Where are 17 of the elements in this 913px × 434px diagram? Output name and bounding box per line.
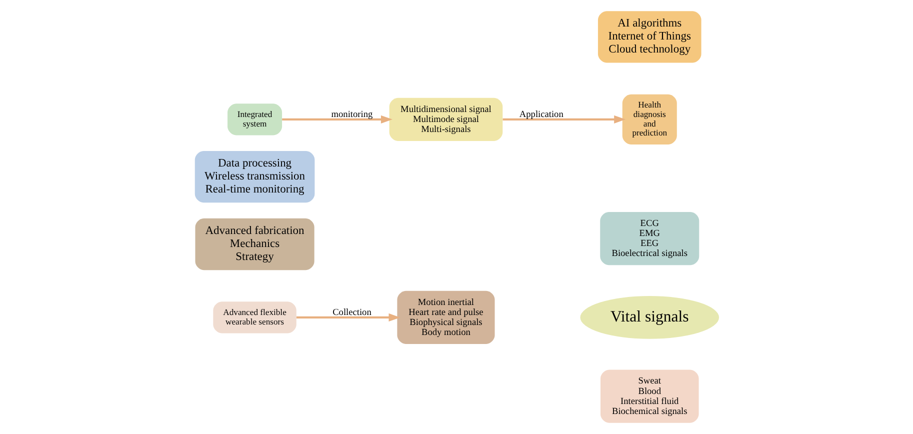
node-box: AI algorithms Internet of Things Cloud technology (597, 11, 701, 63)
arrow (296, 313, 400, 322)
arrow (502, 115, 626, 124)
node-box: Data processing Wireless transmission Real-time monitoring (194, 151, 314, 203)
edge-label: monitoring (330, 110, 372, 120)
node-box: Sweat Blood Interstitial fluid Biochemical signals (600, 370, 698, 423)
node-box: Advanced fabrication Mechanics Strategy (194, 218, 314, 270)
node-box: ECG EMG EEG Bioelectrical signals (600, 212, 699, 266)
edge-label: Collection (332, 308, 371, 318)
node-box: Multidimensional signal Multimode signal Multi-signals (388, 98, 502, 141)
arrow (282, 115, 392, 124)
node-ellipse: Vital signals (580, 296, 719, 339)
node-box: Advanced flexible wearable sensors (212, 302, 296, 334)
node-box: Integrated system (227, 104, 282, 136)
node-box: Motion inertial Heart rate and pulse Biophysical signals Body motion (396, 290, 494, 344)
node-box: Health diagnosis and prediction (622, 94, 676, 145)
edge-label: Application (518, 110, 563, 120)
